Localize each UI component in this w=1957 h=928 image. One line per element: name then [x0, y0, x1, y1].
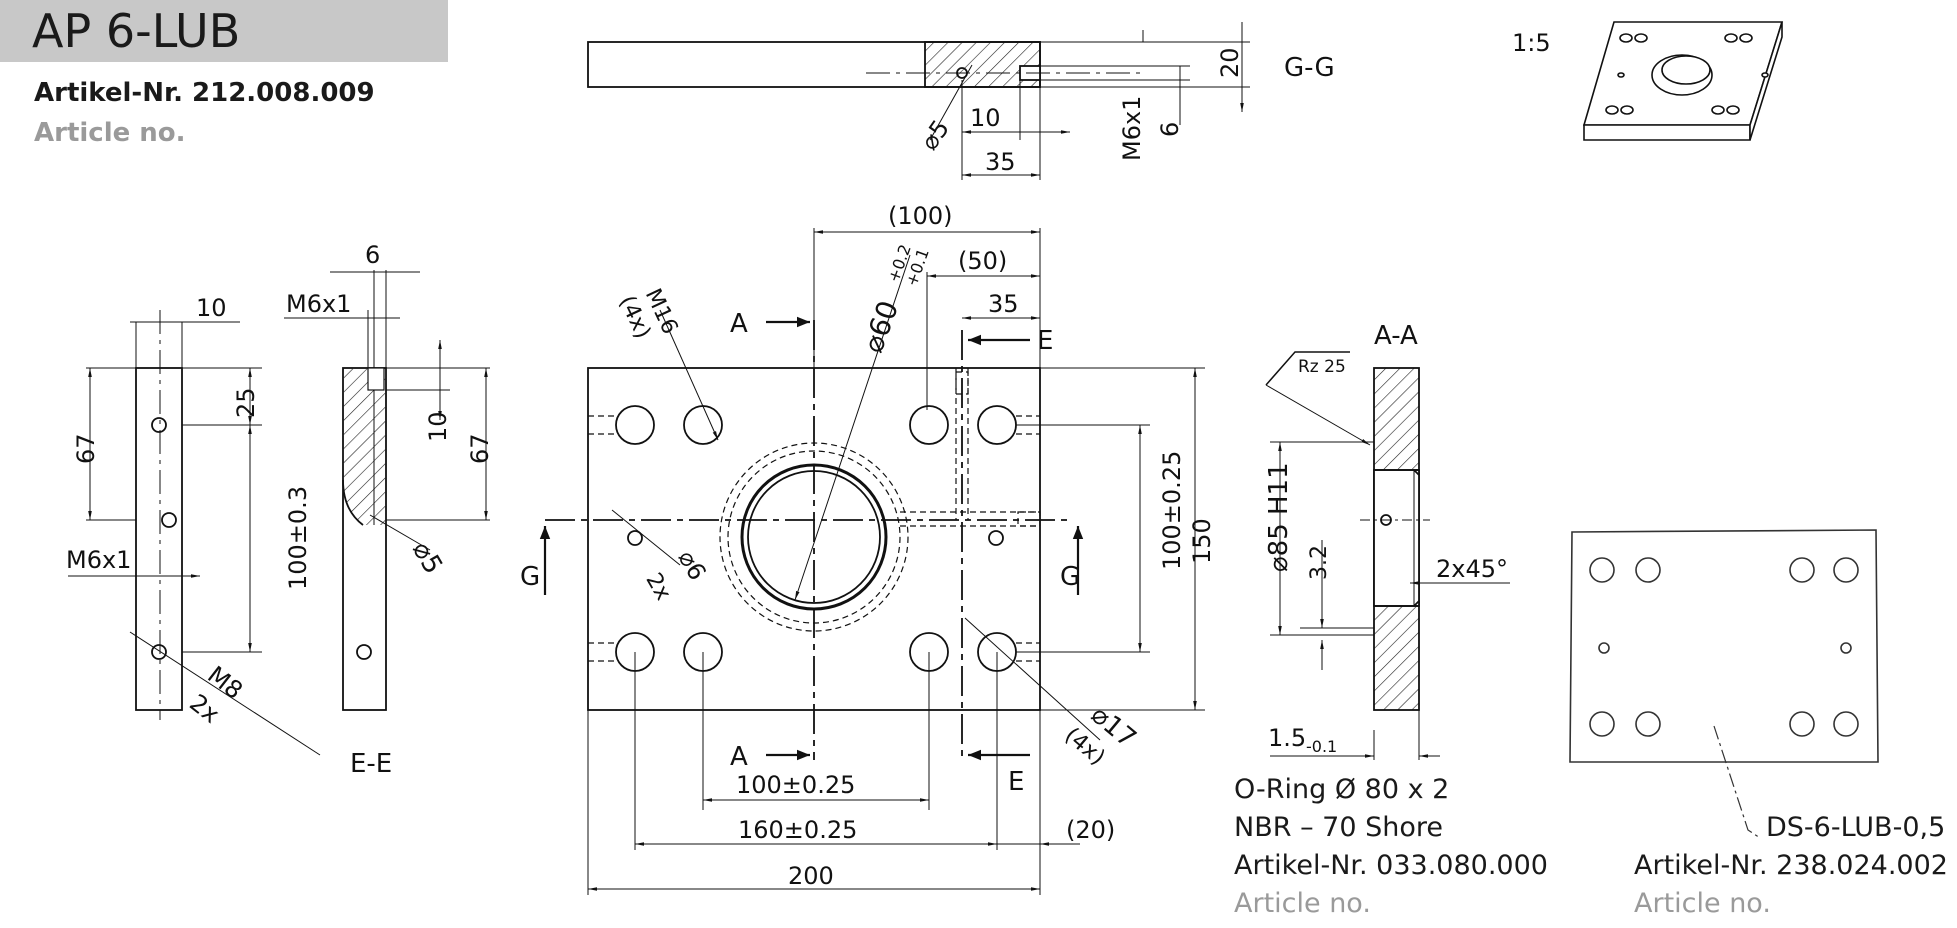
article-number-main: Artikel-Nr. 212.008.009	[34, 78, 375, 108]
dim-50-paren: (50)	[958, 247, 1007, 275]
gg-dim-20: 20	[1216, 47, 1244, 78]
section-label-a-bottom: A	[730, 742, 748, 772]
dim-100-horizontal: 100±0.25	[736, 771, 855, 799]
seal-article-number: Artikel-Nr. 238.024.002	[1634, 850, 1948, 881]
ee-dim-m6x1: M6x1	[286, 290, 351, 318]
aa-bore-gap	[1373, 469, 1420, 607]
gg-hatch-border	[924, 41, 1041, 88]
aa-dim-3-2: 3.2	[1307, 545, 1332, 580]
ee-hatch	[343, 368, 386, 525]
side-dim-25: 25	[232, 387, 260, 418]
section-view-ee: 6 M6x1 10 67 ⌀5 E-E	[284, 241, 494, 779]
iso-bore-inner	[1661, 55, 1711, 85]
ee-section-label: E-E	[350, 749, 392, 779]
part-title: AP 6-LUB	[32, 4, 241, 58]
side-hole-bottom	[151, 644, 167, 660]
section-label-a-top: A	[730, 309, 748, 339]
side-hole-top	[151, 417, 167, 433]
side-dim-m6x1: M6x1	[66, 546, 131, 574]
gg-dim-6: 6	[1156, 122, 1184, 137]
ee-dim-10: 10	[424, 411, 452, 442]
aa-dim-2x45: 2x45°	[1436, 555, 1508, 583]
dim-100-vertical: 100±0.25	[1158, 451, 1186, 570]
oring-article-number: Artikel-Nr. 033.080.000	[1234, 850, 1548, 881]
seal-article-no-sub: Article no.	[1634, 888, 1771, 919]
aa-dim-1-5: 1.5	[1268, 724, 1306, 752]
dim-150: 150	[1188, 518, 1216, 564]
seal-plate-view	[1569, 529, 1879, 839]
iso-front-face	[1583, 124, 1751, 141]
side-outline	[135, 367, 183, 711]
side-dim-100: 100±0.3	[284, 486, 312, 590]
aa-roughness: Rz 25	[1298, 357, 1346, 377]
oring-material: NBR – 70 Shore	[1234, 812, 1443, 843]
section-label-e-bottom: E	[1008, 767, 1024, 797]
gg-dim-10: 10	[970, 104, 1001, 132]
ee-dim-phi5: ⌀5	[406, 537, 448, 580]
dim-2x-phi6: 2x	[640, 569, 675, 605]
gg-dim-m6x1: M6x1	[1118, 96, 1146, 161]
gg-dim-35: 35	[985, 148, 1016, 176]
dim-20-paren: (20)	[1066, 816, 1115, 844]
side-view: 10 67 25 100±0.3 M6x1 M8 2x	[66, 294, 321, 756]
dim-35: 35	[988, 290, 1019, 318]
section-label-g-right: G	[1060, 562, 1080, 592]
main-plate-view: A A E E G G	[520, 202, 1216, 895]
seal-holes	[1589, 557, 1859, 737]
side-hole-mid	[161, 512, 177, 528]
section-view-gg: 20 6 M6x1 ⌀5 10 35 G-G	[587, 22, 1335, 180]
dim-100-paren: (100)	[888, 202, 953, 230]
oring-article-no-sub: Article no.	[1234, 888, 1371, 919]
ee-thread	[367, 367, 385, 391]
aa-dim-1-5-tol: -0.1	[1306, 737, 1337, 756]
aa-dim-phi85: ⌀85 H11	[1264, 462, 1294, 572]
side-dim-67: 67	[72, 433, 100, 464]
dim-phi6: ⌀6	[672, 545, 711, 585]
oring-spec: O-Ring Ø 80 x 2	[1234, 774, 1450, 805]
dim-160: 160±0.25	[738, 816, 857, 844]
iso-view	[1582, 21, 1784, 141]
aa-section-label: A-A	[1374, 321, 1418, 351]
scale-label: 1:5	[1512, 29, 1551, 57]
seal-outline	[1569, 529, 1879, 763]
ee-dim-6: 6	[365, 241, 380, 269]
dim-phi60: ⌀60	[856, 296, 905, 357]
section-view-aa: Rz 25 A-A ⌀85 H11 3.2 2x45° 1.5 -0.1	[1264, 321, 1510, 760]
section-label-e-top: E	[1037, 326, 1053, 356]
section-label-g-left: G	[520, 562, 540, 592]
side-dim-10: 10	[196, 294, 227, 322]
seal-name: DS-6-LUB-0,5	[1766, 812, 1946, 843]
ee-hole-bottom	[356, 644, 372, 660]
iso-side-face	[1749, 21, 1783, 141]
title-box	[0, 0, 448, 62]
ee-hatch-edge	[342, 479, 364, 526]
article-no-main-sub: Article no.	[34, 118, 186, 148]
gg-dim-phi5: ⌀5	[915, 115, 955, 155]
gg-section-label: G-G	[1284, 53, 1335, 83]
seal-leader-line	[1713, 725, 1761, 839]
ee-dim-67: 67	[466, 433, 494, 464]
dim-200: 200	[788, 862, 834, 890]
